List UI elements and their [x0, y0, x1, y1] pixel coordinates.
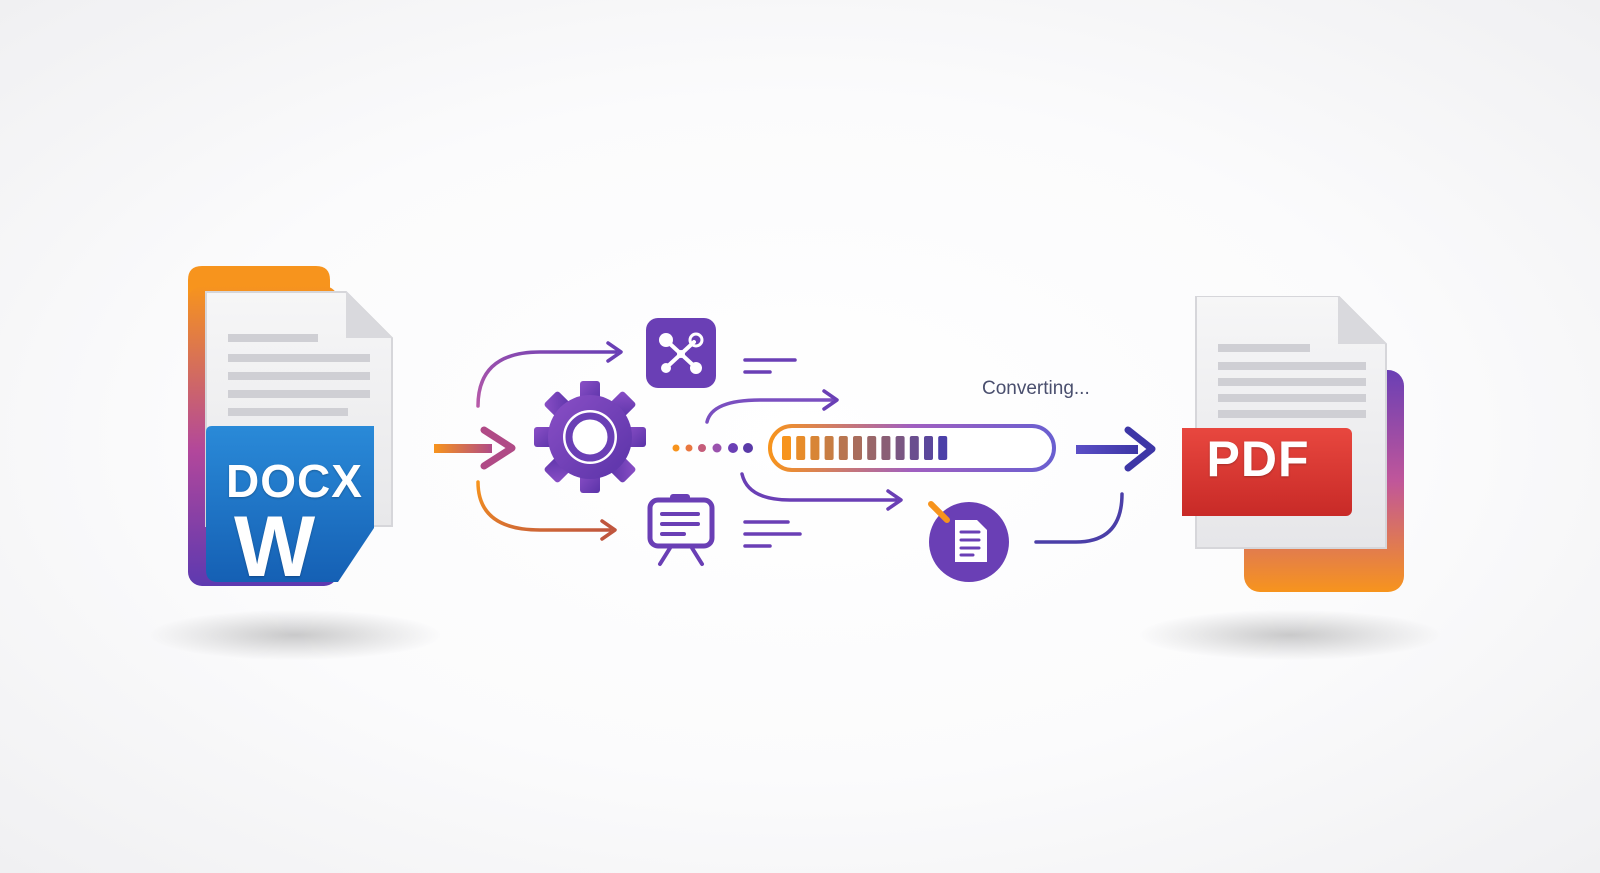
pdf-file: PDF	[1168, 295, 1422, 596]
pdf-badge	[1168, 428, 1352, 516]
presentation-text-lines	[743, 520, 802, 548]
progress-segment	[924, 436, 933, 460]
progress-segment	[824, 436, 834, 460]
progress-fill	[782, 436, 948, 460]
progress-segment	[782, 436, 791, 460]
gear-icon	[534, 381, 646, 493]
input-arrow	[434, 426, 516, 470]
word-app-letter: W	[234, 499, 317, 595]
progress-segment	[895, 436, 905, 460]
progress-segment	[810, 436, 820, 460]
upper-flow-arrow	[705, 389, 839, 424]
progress-segment	[867, 436, 877, 460]
progress-segment	[909, 436, 919, 460]
docx-badge	[206, 426, 374, 582]
conversion-status-text: Converting...	[982, 378, 1090, 399]
progress-dots	[672, 443, 753, 453]
document-edit-icon	[928, 501, 1009, 582]
source-shadow	[150, 610, 440, 660]
progress-segment	[938, 436, 948, 460]
pdf-format-label: PDF	[1206, 431, 1310, 487]
return-flow-arrow	[1034, 492, 1124, 544]
progress-segment	[796, 436, 806, 460]
pdf-text-lines	[1218, 344, 1366, 418]
progress-segment	[838, 436, 848, 460]
bottom-branch-arrow	[476, 480, 617, 541]
docx-file: DOCX W	[188, 266, 408, 596]
output-arrow	[1076, 426, 1156, 472]
progress-segment	[881, 436, 891, 460]
progress-bar	[768, 424, 1056, 472]
progress-segment	[853, 436, 862, 460]
network-icon	[646, 318, 716, 388]
docx-folded-corner	[346, 292, 392, 338]
docx-text-lines	[228, 334, 370, 416]
docx-file-graphic	[188, 266, 393, 586]
pdf-file-graphic	[1168, 295, 1404, 592]
target-shadow	[1140, 610, 1440, 660]
lower-flow-arrow	[740, 472, 903, 511]
network-text-lines	[743, 358, 797, 374]
pdf-folded-corner	[1338, 296, 1386, 344]
top-branch-arrow	[476, 341, 623, 408]
docx-format-label: DOCX	[226, 455, 363, 507]
presentation-board-icon	[647, 494, 715, 566]
